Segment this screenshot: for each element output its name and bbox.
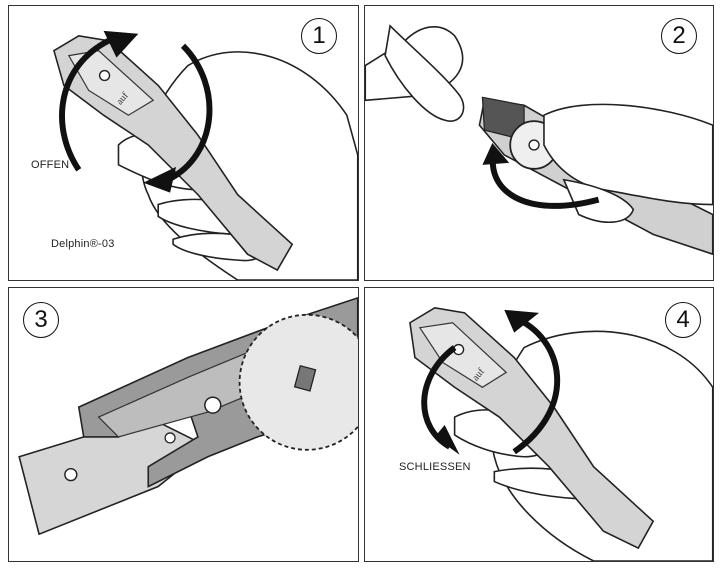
step-2-panel: 2 [364, 5, 714, 281]
hand-unscrewing-wheel-illustration [365, 24, 713, 256]
hand-opening-knife-illustration: auf [53, 30, 358, 280]
step-number-badge: 3 [23, 302, 59, 338]
step-number-badge: 4 [665, 302, 701, 338]
step-3-panel: 3 [8, 287, 359, 562]
hand-closing-knife-illustration: auf [409, 307, 713, 561]
step-4-panel: auf 4 SCHLIESSEN [364, 287, 714, 562]
open-label: OFFEN [31, 159, 70, 171]
step-number-badge: 1 [301, 18, 337, 54]
close-label: SCHLIESSEN [399, 461, 471, 473]
step-number-badge: 2 [661, 18, 697, 54]
model-name-label: Delphin®-03 [51, 238, 115, 250]
step-1-panel: auf 1 OFFEN Delphin®-03 [8, 5, 359, 281]
blade-change-detail-illustration [18, 296, 358, 536]
